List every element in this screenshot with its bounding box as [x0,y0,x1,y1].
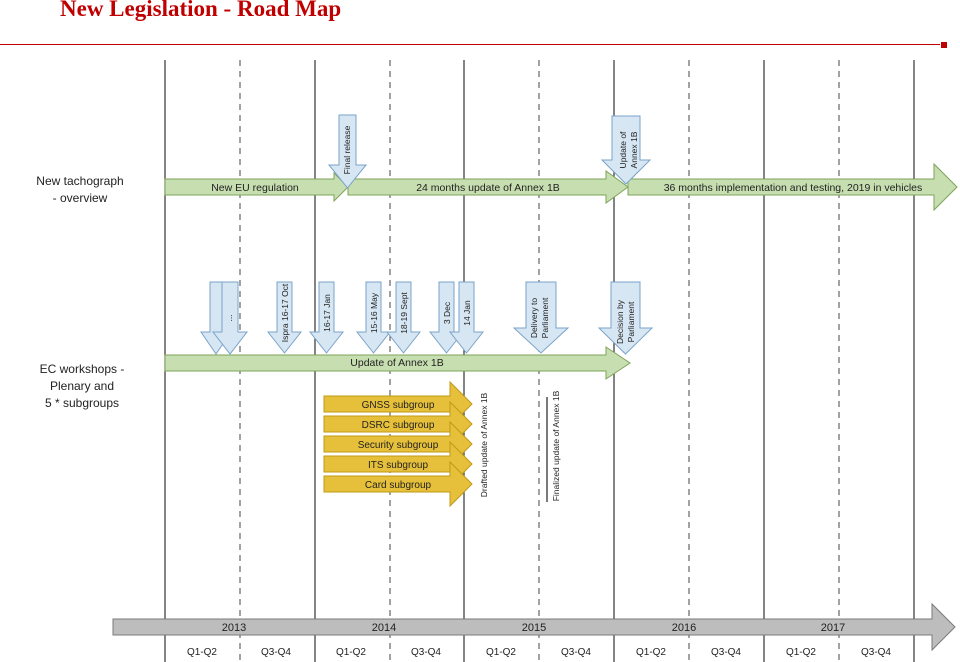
row-label-tachograph-1: New tachograph [36,174,123,188]
milestone-arrow-jan2 [448,281,485,354]
timeline-year-2014: 2014 [372,622,396,634]
milestone-arrow-ispra [266,281,303,354]
tachograph-phases: New EU regulation 24 months update of An… [164,162,958,212]
row-label-workshops-3: 5 * subgroups [45,396,119,410]
milestone-label-decision-1: Decision by [615,299,625,344]
tachograph-milestones: Final release Update of Annex 1B [327,114,652,189]
timeline-arrow [112,602,956,652]
phase-arrow-update-annex [164,346,631,380]
milestone-arrow-update-annex [600,115,652,185]
subgroup-label-gnss: GNSS subgroup [362,400,435,411]
row-label-tachograph-2: - overview [53,191,108,205]
row-label-workshops-1: EC workshops - [40,362,125,376]
phase-arrow-new-eu-regulation [164,171,349,203]
phase-label-36-months: 36 months implementation and testing, 20… [664,182,923,194]
milestone-label-delivery-1: Delivery to [529,298,539,338]
annotation-finalized: Finalized update of Annex 1B [551,390,561,501]
milestone-arrow-final-release [327,114,368,189]
phase-label-24-months: 24 months update of Annex 1B [416,182,560,194]
milestone-label-update-annex-2: Annex 1B [629,131,639,168]
timeline-half-10: Q3-Q4 [861,647,891,658]
subgroup-label-security: Security subgroup [358,440,439,451]
milestone-arrow-decision [597,281,654,355]
milestone-arrow-may [355,281,392,354]
milestone-label-jan: 16-17 Jan [322,294,332,332]
timeline-half-9: Q1-Q2 [786,647,816,658]
timeline: 2013 2014 2015 2016 2017 Q1-Q2 Q3-Q4 Q1-… [112,602,956,658]
timeline-half-7: Q1-Q2 [636,647,666,658]
subgroup-label-dsrc: DSRC subgroup [362,420,435,431]
timeline-half-1: Q1-Q2 [187,647,217,658]
timeline-year-2015: 2015 [522,622,546,634]
milestone-label-dec: 3 Dec [442,301,452,324]
milestone-label-ispra: Ispra 16-17 Oct [280,283,290,342]
milestone-label-decision-2: Parliament [626,301,636,342]
workshop-milestones: ... Ispra 16-17 Oct 16-17 Jan 15-16 May … [200,281,654,355]
phase-label-update-annex: Update of Annex 1B [350,357,443,369]
milestone-label-delivery-2: Parliament [540,297,550,338]
timeline-half-2: Q3-Q4 [261,647,291,658]
milestone-label-jan2: 14 Jan [462,300,472,326]
subgroup-label-its: ITS subgroup [368,460,428,471]
subgroup-label-card: Card subgroup [365,480,432,491]
milestone-label-ellipsis: ... [224,314,234,321]
timeline-half-3: Q1-Q2 [336,647,366,658]
timeline-half-4: Q3-Q4 [411,647,441,658]
phase-arrow-24-months [347,170,629,204]
subgroup-arrow-card [323,460,473,508]
timeline-year-2017: 2017 [821,622,845,634]
title-square [941,42,947,48]
milestone-label-may: 15-16 May [369,292,379,333]
title-rule [0,44,940,45]
annotations: Drafted update of Annex 1B Finalized upd… [479,390,561,502]
milestone-label-update-annex-1: Update of [618,131,628,168]
page-title: New Legislation - Road Map [60,0,342,21]
timeline-year-2016: 2016 [672,622,696,634]
timeline-half-5: Q1-Q2 [486,647,516,658]
milestone-arrow-early-2 [211,281,249,355]
row-label-workshops-2: Plenary and [50,379,114,393]
milestone-arrow-delivery [512,281,570,354]
annotation-drafted: Drafted update of Annex 1B [479,392,489,497]
phase-arrow-36-months [627,162,958,212]
milestone-arrow-sept [385,281,422,354]
workshops-phase: Update of Annex 1B [164,346,631,380]
timeline-half-8: Q3-Q4 [711,647,741,658]
milestone-arrow-jan [308,281,345,354]
timeline-year-2013: 2013 [222,622,246,634]
milestone-label-sept: 18-19 Sept [399,292,409,334]
milestone-label-final-release: Final release [342,125,352,174]
subgroup-arrows: GNSS subgroup DSRC subgroup Security sub… [323,380,473,508]
timeline-half-6: Q3-Q4 [561,647,591,658]
phase-label-new-eu-regulation: New EU regulation [211,182,299,194]
